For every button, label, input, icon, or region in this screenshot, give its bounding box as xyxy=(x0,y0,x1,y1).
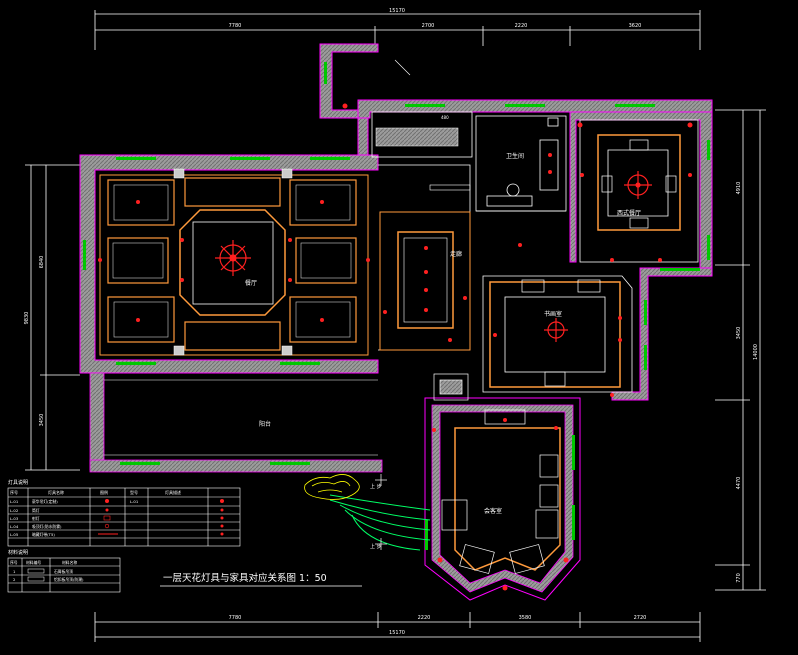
stair-arrows xyxy=(329,494,431,551)
dim-right-seg-3: 4470 xyxy=(736,477,742,490)
western-kitchen xyxy=(579,119,699,263)
top-dimensions xyxy=(94,10,701,50)
drawing-title: 一层天花灯具与家具对应关系图 1：50 xyxy=(163,572,327,584)
fixture-legend-table xyxy=(7,487,241,547)
tea-room-label: 会客室 xyxy=(484,507,502,515)
dim-top-seg-2: 2700 xyxy=(422,23,435,29)
bottom-dimensions xyxy=(94,612,701,642)
material-row-2-name: 铝扣板吊顶(防潮) xyxy=(54,577,84,582)
fixture-row-5-id: L-05 xyxy=(10,532,19,537)
restaurant-chandelier-icon xyxy=(215,240,251,276)
dim-bottom-seg-2: 2220 xyxy=(418,615,431,621)
fixture-row-3-id: L-03 xyxy=(10,516,19,521)
left-dimensions xyxy=(25,164,80,471)
tea-room-lights xyxy=(432,418,569,591)
windows xyxy=(83,62,710,550)
stair-label-1: 上 步 xyxy=(370,483,382,490)
fixture-legend-columns: 序号 灯具名称 图例 型号 灯具描述 xyxy=(10,489,181,495)
fixture-row-1-id: L-01 xyxy=(10,499,19,504)
fixture-row-5-name: 暗藏灯带(T5) xyxy=(32,532,55,537)
restaurant-ceiling xyxy=(99,174,369,356)
fixture-row-4-name: 吸顶灯(防水防雾) xyxy=(32,524,62,529)
fixture-row-4-id: L-04 xyxy=(10,524,19,529)
material-row-1-name: 石膏板吊顶 xyxy=(54,569,73,574)
restaurant-wall-lights xyxy=(173,168,293,356)
kitchen-label: 西式餐厅 xyxy=(617,209,641,217)
dim-left-seg-2: 3450 xyxy=(39,414,45,427)
dim-top-total: 15170 xyxy=(389,8,405,14)
material-row-1-id: 1 xyxy=(13,569,16,574)
corridor-downlights xyxy=(342,103,467,342)
stair-label-2: 上 步 xyxy=(370,543,382,550)
bathroom xyxy=(475,115,567,212)
study-lights xyxy=(493,316,622,397)
dim-left-total: 9830 xyxy=(24,312,30,325)
fixture-row-2-name: 筒灯 xyxy=(32,508,40,513)
material-legend-table xyxy=(7,557,121,593)
material-legend-header: 材料说明 xyxy=(8,549,28,556)
kitchen-chandelier-icon xyxy=(624,171,652,199)
dim-bottom-seg-3: 3580 xyxy=(519,615,532,621)
dim-right-seg-2: 3450 xyxy=(736,327,742,340)
fixture-col-name: 灯具名称 xyxy=(48,489,64,495)
study-label: 书画室 xyxy=(544,310,562,318)
small-dim-label: 480 xyxy=(441,115,449,120)
restaurant-downlights xyxy=(98,200,370,322)
material-legend-cells: 序号 材料编号 材料名称 1 石膏板吊顶 2 铝扣板吊顶(防潮) xyxy=(10,560,84,582)
stair-markers xyxy=(375,474,387,550)
fixture-row-3-name: 射灯 xyxy=(32,516,40,521)
kitchen-lights xyxy=(577,122,693,262)
material-col-name: 材料名称 xyxy=(62,560,77,565)
terrace xyxy=(104,379,378,456)
material-col-id: 序号 xyxy=(10,560,18,565)
fixture-col-symbol: 图例 xyxy=(100,489,108,495)
study-chandelier-icon xyxy=(544,318,568,342)
material-legend-swatches xyxy=(27,568,45,582)
corridor-area xyxy=(371,59,473,351)
material-row-2-id: 2 xyxy=(13,577,16,582)
bathroom-lights xyxy=(518,153,552,247)
terrace-label: 阳台 xyxy=(259,420,271,428)
dim-top-seg-3: 2220 xyxy=(515,23,528,29)
fixture-col-model: 型号 xyxy=(130,489,138,495)
stair-well xyxy=(433,373,469,401)
fixture-row-1-name: 豪华吊灯(定制) xyxy=(32,499,58,504)
dim-right-total: 14000 xyxy=(753,344,759,360)
dim-bottom-seg-4: 2720 xyxy=(634,615,647,621)
fixture-col-desc: 灯具描述 xyxy=(165,489,181,495)
dim-right-seg-1: 4910 xyxy=(736,182,742,195)
restaurant-label: 餐厅 xyxy=(245,279,257,287)
fixture-legend-header: 灯具说明 xyxy=(8,479,28,486)
material-col-code: 材料编号 xyxy=(26,560,41,565)
right-dimensions xyxy=(715,109,766,591)
dim-bottom-seg-1: 7780 xyxy=(229,615,242,621)
rockery-icon xyxy=(304,474,360,500)
corridor-label: 走廊 xyxy=(450,250,462,258)
dim-right-seg-4: 770 xyxy=(736,573,742,583)
tea-room xyxy=(441,409,561,574)
exterior-walls xyxy=(79,43,713,601)
dim-top-seg-1: 7780 xyxy=(229,23,242,29)
fixture-row-1-model: L-01 xyxy=(130,499,139,504)
dim-left-seg-1: 6840 xyxy=(39,256,45,269)
fixture-legend-symbols xyxy=(98,499,224,536)
study-room xyxy=(482,275,633,393)
fixture-legend-rows: L-01 豪华吊灯(定制) L-01 L-02 筒灯 L-03 射灯 L-04 … xyxy=(10,499,139,537)
dim-top-seg-4: 3620 xyxy=(629,23,642,29)
dim-bottom-total: 15170 xyxy=(389,630,405,636)
bathroom-label: 卫生间 xyxy=(506,152,524,160)
fixture-row-2-id: L-02 xyxy=(10,508,19,513)
fixture-col-id: 序号 xyxy=(10,489,18,495)
